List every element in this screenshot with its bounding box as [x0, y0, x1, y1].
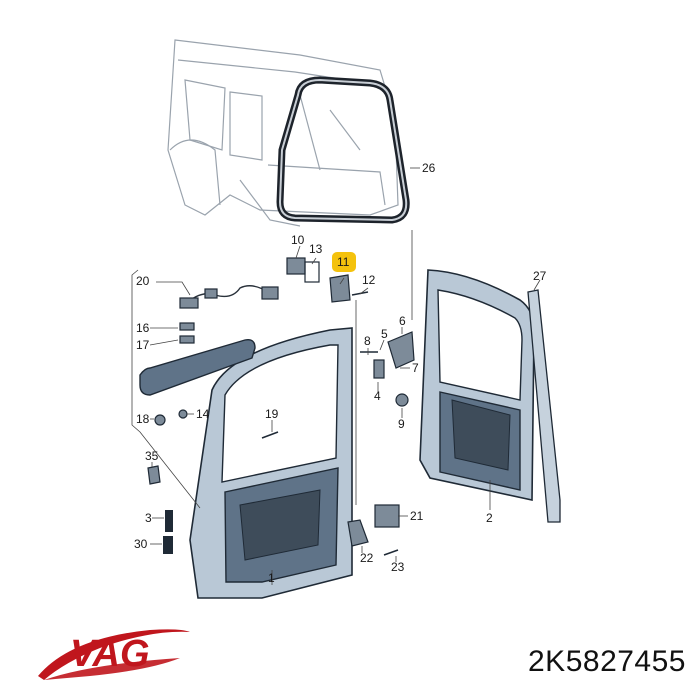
callout-17: 17: [136, 338, 150, 352]
callout-11: 11: [337, 255, 350, 269]
callout-13: 13: [309, 242, 323, 256]
left-rear-door-illustration: [189, 327, 353, 599]
right-rear-door-illustration: [419, 269, 535, 501]
callout-7: 7: [412, 361, 419, 375]
callout-10: 10: [291, 233, 305, 247]
callout-6: 6: [399, 314, 406, 328]
callout-20: 20: [136, 274, 150, 288]
callout-35: 35: [145, 449, 159, 463]
callout-labels: 26 10 13 11 12 20 27 5 6 16 8 17 7 4 14 …: [134, 161, 547, 585]
callout-2: 2: [486, 511, 493, 525]
logo-swoosh-icon: [38, 629, 190, 680]
brake-light-illustration: [139, 322, 256, 426]
callout-3: 3: [145, 511, 152, 525]
door-seal-illustration: [276, 76, 410, 224]
callout-18: 18: [136, 412, 150, 426]
callout-23: 23: [391, 560, 405, 574]
callout-14: 14: [196, 407, 210, 421]
wiring-harness-illustration: [179, 285, 279, 309]
pillar-trim-illustration: [527, 289, 561, 523]
part-number: 2K5827455: [528, 645, 686, 678]
callout-16: 16: [136, 321, 150, 335]
vag-logo: VAG: [38, 629, 190, 680]
callout-4: 4: [374, 389, 381, 403]
hardware-parts-illustration: [147, 257, 415, 556]
callout-30: 30: [134, 537, 148, 551]
callout-26: 26: [422, 161, 436, 175]
callout-12: 12: [362, 273, 376, 287]
highlight-badge: [332, 252, 356, 272]
callout-1: 1: [268, 571, 275, 585]
callout-27: 27: [533, 269, 547, 283]
callout-19: 19: [265, 407, 279, 421]
callout-5: 5: [381, 327, 388, 341]
leader-lines: [149, 167, 541, 585]
brand-wordmark: VAG: [70, 633, 150, 675]
vehicle-body-illustration: [167, 39, 399, 227]
callout-9: 9: [398, 417, 405, 431]
callout-8: 8: [364, 334, 371, 348]
callout-22: 22: [360, 551, 374, 565]
callout-21: 21: [410, 509, 424, 523]
